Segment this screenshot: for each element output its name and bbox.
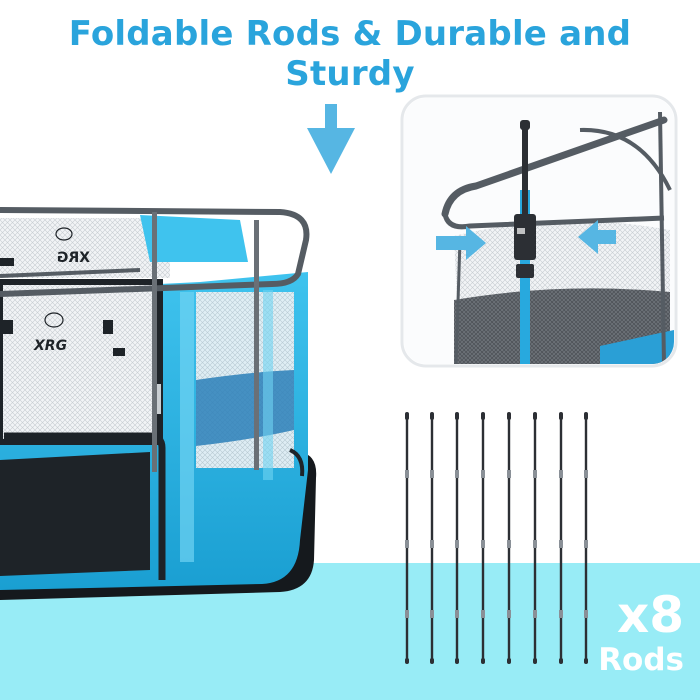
headline: Foldable Rods & Durable and Sturdy bbox=[68, 14, 632, 94]
rod-unit: Rods bbox=[598, 642, 684, 678]
rod bbox=[533, 412, 537, 664]
rods bbox=[405, 412, 588, 664]
rod-count-label: x8 Rods bbox=[598, 588, 684, 678]
brand-logo-mirrored: XRG bbox=[57, 250, 90, 266]
down-arrow-icon bbox=[307, 104, 355, 174]
rod bbox=[405, 412, 409, 664]
rod bbox=[559, 412, 563, 664]
pet-logo-icon bbox=[44, 227, 73, 328]
rod bbox=[455, 412, 459, 664]
rod bbox=[481, 412, 485, 664]
detail-inset bbox=[400, 94, 678, 368]
arrow-right-icon bbox=[436, 226, 486, 260]
brand-logo: XRG bbox=[33, 338, 67, 354]
arrow-left-icon bbox=[578, 220, 616, 254]
rod bbox=[584, 412, 588, 664]
rod bbox=[430, 412, 434, 664]
playpen bbox=[0, 207, 317, 600]
rod bbox=[507, 412, 511, 664]
rod-count: x8 bbox=[616, 586, 684, 644]
